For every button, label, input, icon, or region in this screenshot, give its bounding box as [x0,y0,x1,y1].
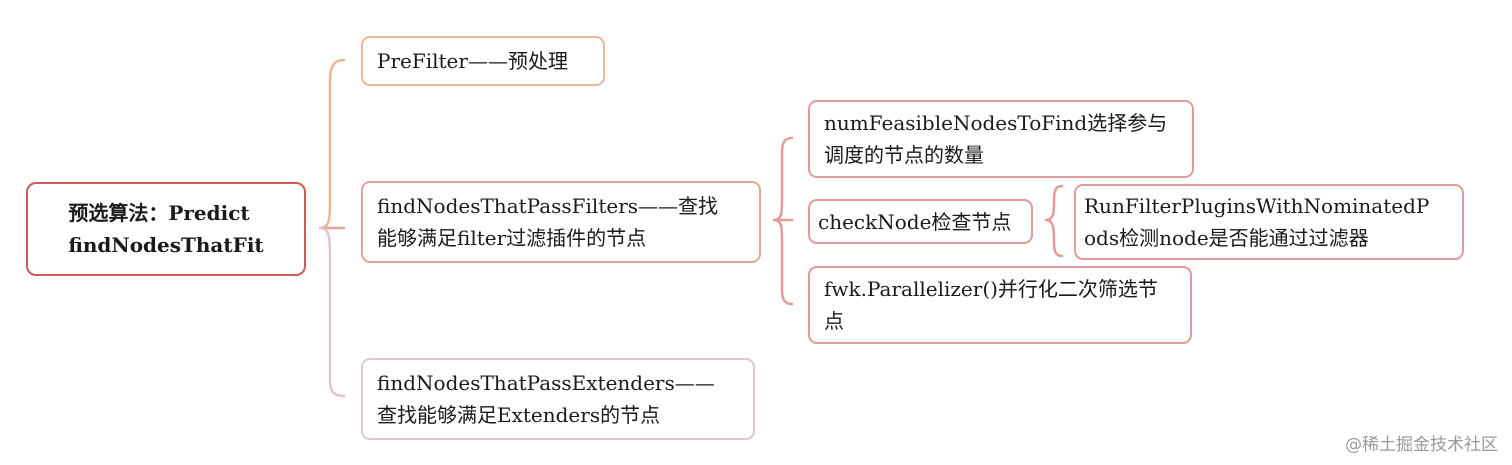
watermark: @稀土掘金技术社区 [1345,435,1498,455]
prefilter-node-label: PreFilter——预处理 [377,49,568,73]
run-filter-node[interactable]: RunFilterPluginsWithNominatedP ods检测node… [1074,184,1464,260]
prefilter-node[interactable]: PreFilter——预处理 [361,36,605,86]
filters-node[interactable]: findNodesThatPassFilters——查找 能够满足filter过… [361,181,761,263]
brace-parallelizer [772,218,794,306]
filters-node-label: findNodesThatPassFilters——查找 能够满足filter过… [377,194,719,250]
parallelizer-node-label: fwk.Parallelizer()并行化二次筛选节 点 [824,277,1158,333]
num-feasible-node[interactable]: numFeasibleNodesToFind选择参与 调度的节点的数量 [808,100,1194,178]
parallelizer-node[interactable]: fwk.Parallelizer()并行化二次筛选节 点 [808,266,1192,344]
brace-prefilter [318,58,346,230]
root-node[interactable]: 预选算法：Predict findNodesThatFit [26,182,306,276]
root-node-label: 预选算法：Predict findNodesThatFit [68,201,264,257]
run-filter-node-label: RunFilterPluginsWithNominatedP ods检测node… [1084,194,1430,250]
check-node-node[interactable]: checkNode检查节点 [808,199,1033,244]
brace-numfeasible [772,136,794,222]
brace-extenders [318,226,346,398]
extenders-node[interactable]: findNodesThatPassExtenders—— 查找能够满足Exten… [361,358,755,440]
num-feasible-node-label: numFeasibleNodesToFind选择参与 调度的节点的数量 [824,111,1168,167]
extenders-node-label: findNodesThatPassExtenders—— 查找能够满足Exten… [377,371,715,427]
brace-runfilter [1044,184,1064,258]
check-node-node-label: checkNode检查节点 [818,209,1012,234]
